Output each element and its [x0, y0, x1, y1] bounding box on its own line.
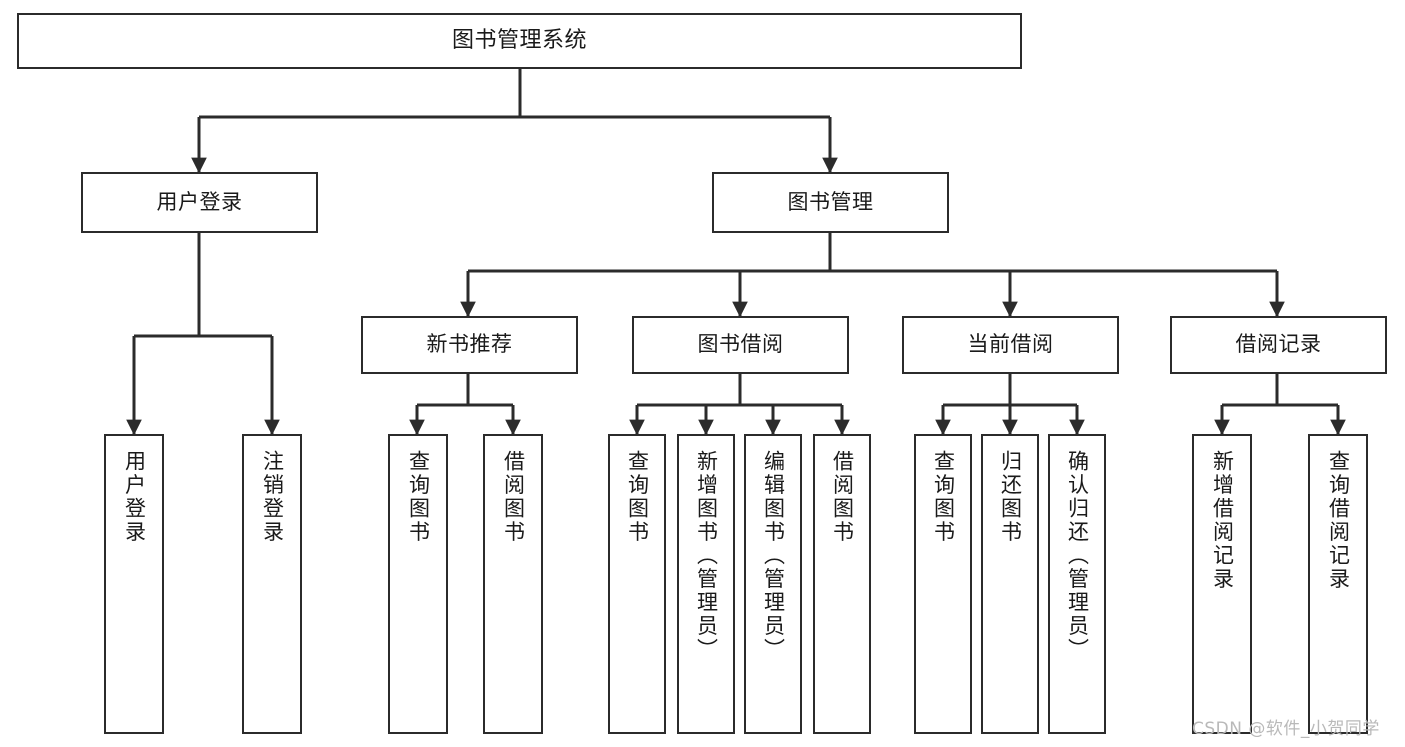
node-leaf-logout-login-label: 注销登录 — [260, 450, 285, 544]
node-leaf-query-book-2[interactable]: 查询图书 — [608, 434, 666, 734]
node-leaf-query-book-3-label: 查询图书 — [931, 450, 956, 544]
node-leaf-return-book[interactable]: 归还图书 — [981, 434, 1039, 734]
node-leaf-edit-book-label: 编辑图书（管理员） — [761, 450, 786, 662]
node-leaf-borrow-book-2[interactable]: 借阅图书 — [813, 434, 871, 734]
node-leaf-query-book-1-label: 查询图书 — [406, 450, 431, 544]
node-leaf-confirm-return-label: 确认归还（管理员） — [1065, 450, 1090, 662]
node-leaf-confirm-return[interactable]: 确认归还（管理员） — [1048, 434, 1106, 734]
node-borrow-record[interactable]: 借阅记录 — [1170, 316, 1387, 374]
node-leaf-borrow-book-1[interactable]: 借阅图书 — [483, 434, 543, 734]
csdn-watermark: CSDN @软件_小贺同学 — [1192, 719, 1380, 739]
node-leaf-add-book[interactable]: 新增图书（管理员） — [677, 434, 735, 734]
node-leaf-query-record-label: 查询借阅记录 — [1326, 450, 1351, 591]
node-leaf-add-record[interactable]: 新增借阅记录 — [1192, 434, 1252, 734]
node-leaf-query-book-3[interactable]: 查询图书 — [914, 434, 972, 734]
node-user-login[interactable]: 用户登录 — [81, 172, 318, 233]
node-leaf-user-login[interactable]: 用户登录 — [104, 434, 164, 734]
node-root-label: 图书管理系统 — [451, 27, 587, 53]
node-new-book-recommend[interactable]: 新书推荐 — [361, 316, 578, 374]
node-user-login-label: 用户登录 — [156, 189, 243, 214]
node-book-management-label: 图书管理 — [787, 189, 874, 214]
node-leaf-add-book-label: 新增图书（管理员） — [694, 450, 719, 662]
node-current-borrow-label: 当前借阅 — [967, 332, 1054, 357]
node-root[interactable]: 图书管理系统 — [17, 13, 1022, 69]
node-book-management[interactable]: 图书管理 — [712, 172, 949, 233]
node-leaf-add-record-label: 新增借阅记录 — [1210, 450, 1235, 591]
node-leaf-return-book-label: 归还图书 — [998, 450, 1023, 544]
node-current-borrow[interactable]: 当前借阅 — [902, 316, 1119, 374]
node-leaf-borrow-book-1-label: 借阅图书 — [501, 450, 526, 544]
node-leaf-query-record[interactable]: 查询借阅记录 — [1308, 434, 1368, 734]
node-leaf-borrow-book-2-label: 借阅图书 — [830, 450, 855, 544]
node-book-borrow[interactable]: 图书借阅 — [632, 316, 849, 374]
node-new-book-recommend-label: 新书推荐 — [426, 332, 513, 357]
node-leaf-edit-book[interactable]: 编辑图书（管理员） — [744, 434, 802, 734]
node-book-borrow-label: 图书借阅 — [697, 332, 784, 357]
node-leaf-query-book-2-label: 查询图书 — [625, 450, 650, 544]
node-leaf-user-login-label: 用户登录 — [122, 450, 147, 544]
node-leaf-logout-login[interactable]: 注销登录 — [242, 434, 302, 734]
node-leaf-query-book-1[interactable]: 查询图书 — [388, 434, 448, 734]
node-borrow-record-label: 借阅记录 — [1235, 332, 1322, 357]
